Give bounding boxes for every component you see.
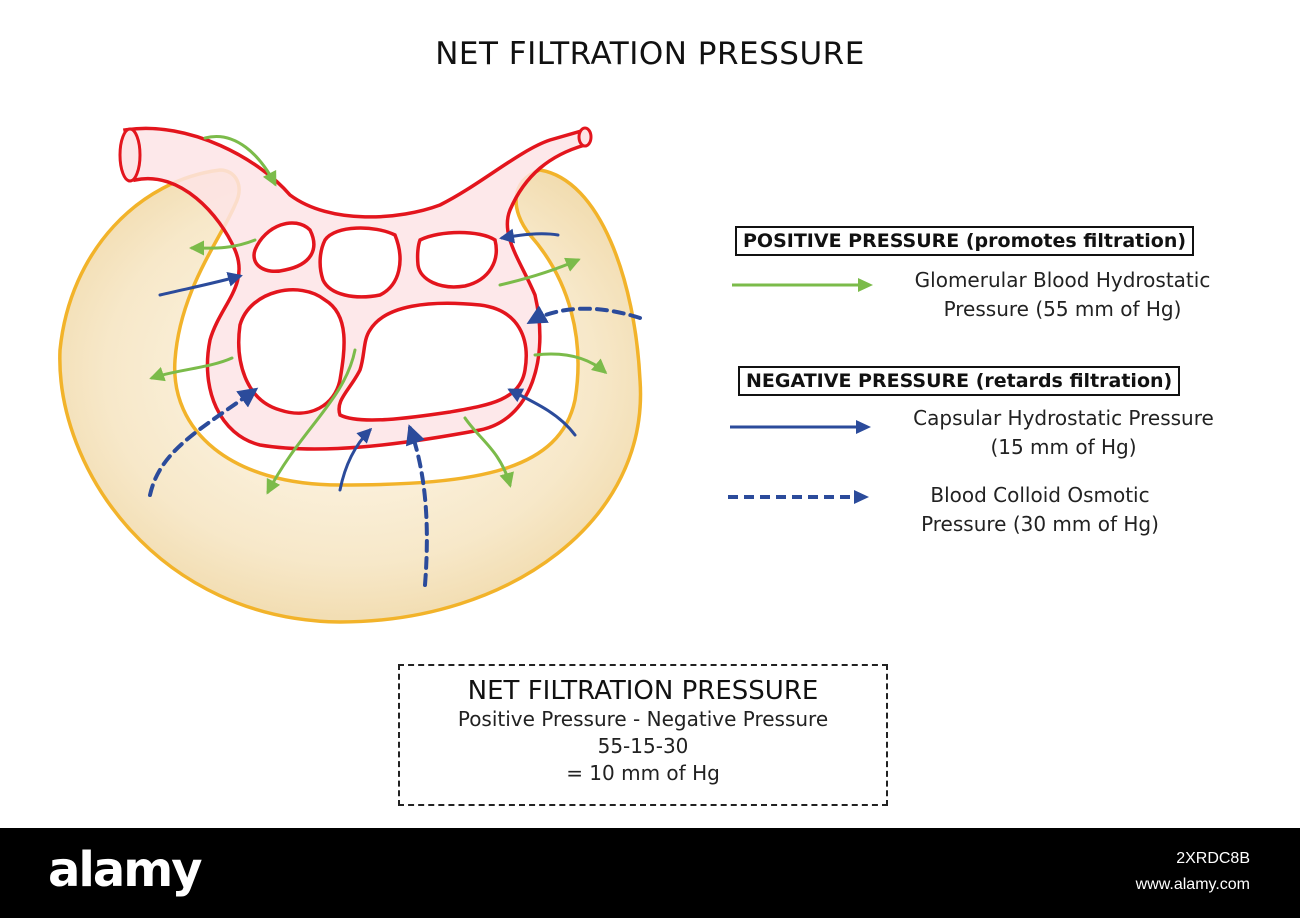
site-url: www.alamy.com xyxy=(1135,876,1250,893)
summary-result: = 10 mm of Hg xyxy=(566,761,720,785)
image-id: 2XRDC8B xyxy=(1176,850,1250,867)
blue-solid-arrows xyxy=(158,228,577,492)
green-arrows xyxy=(149,135,608,495)
net-filtration-summary-box: NET FILTRATION PRESSURE Positive Pressur… xyxy=(398,664,888,806)
glomerulus-diagram xyxy=(58,126,643,624)
green-arrow-legend-icon xyxy=(732,278,873,292)
capsular-label-line2: (15 mm of Hg) xyxy=(990,435,1137,459)
green-arrow xyxy=(149,356,234,382)
blue-arrow xyxy=(507,388,577,437)
green-arrow xyxy=(463,416,514,488)
capillary-loop xyxy=(318,226,402,299)
capillary-loop xyxy=(237,288,346,415)
glomerular-label-line1: Glomerular Blood Hydrostatic xyxy=(914,268,1211,292)
positive-pressure-heading: POSITIVE PRESSURE (promotes filtration) xyxy=(735,226,1195,256)
negative-pressure-heading: NEGATIVE PRESSURE (retards filtration) xyxy=(738,366,1181,396)
summary-formula: Positive Pressure - Negative Pressure xyxy=(457,707,829,731)
green-arrow xyxy=(533,352,608,374)
glomerular-label-line2: Pressure (55 mm of Hg) xyxy=(943,297,1182,321)
capsular-pressure-label: Capsular Hydrostatic Pressure (15 mm of … xyxy=(876,404,1251,462)
summary-title: NET FILTRATION PRESSURE xyxy=(467,676,819,706)
colloid-label-line2: Pressure (30 mm of Hg) xyxy=(921,512,1159,536)
capillary-loop xyxy=(252,221,316,273)
summary-values: 55-15-30 xyxy=(597,734,689,758)
footer-bar: alamy 2XRDC8B www.alamy.com xyxy=(0,828,1300,918)
blue-dashed-arrow xyxy=(148,387,259,497)
blue-dashed-arrow xyxy=(526,305,642,324)
green-arrow xyxy=(189,238,257,256)
green-arrow xyxy=(266,348,357,495)
page-title: NET FILTRATION PRESSURE xyxy=(435,36,865,72)
blue-solid-arrow-legend-icon xyxy=(730,420,871,434)
capsular-label-line1: Capsular Hydrostatic Pressure xyxy=(913,406,1214,430)
blue-dashed-arrow-legend-icon xyxy=(728,490,869,504)
efferent-vessel-opening xyxy=(577,126,593,148)
blue-dashed-arrow xyxy=(405,424,429,587)
glomerular-pressure-label: Glomerular Blood Hydrostatic Pressure (5… xyxy=(880,266,1245,324)
blue-arrow xyxy=(338,427,373,492)
green-arrow xyxy=(498,257,581,287)
colloid-pressure-label: Blood Colloid Osmotic Pressure (30 mm of… xyxy=(880,481,1200,539)
blue-dashed-arrows xyxy=(148,305,642,587)
capillary-loop xyxy=(337,301,528,422)
capillary-loop xyxy=(415,230,498,289)
blue-arrow xyxy=(499,228,560,244)
green-arrow xyxy=(203,135,277,187)
colloid-label-line1: Blood Colloid Osmotic xyxy=(930,483,1150,507)
blue-arrow xyxy=(158,272,243,297)
brand-logo: alamy xyxy=(48,842,203,898)
afferent-vessel-opening xyxy=(118,127,142,183)
